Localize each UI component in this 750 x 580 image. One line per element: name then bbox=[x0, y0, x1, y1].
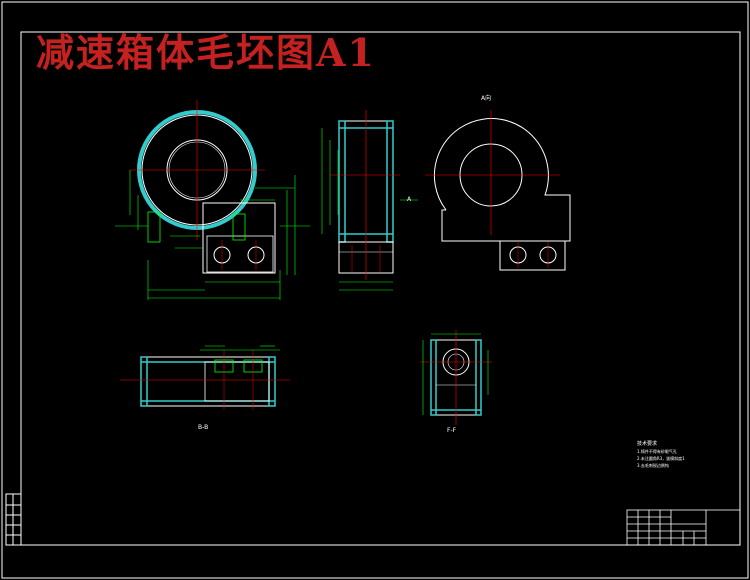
front-view-dimensions bbox=[115, 170, 310, 300]
section-b-b-label: B-B bbox=[198, 424, 209, 431]
notes-heading: 技术要求 bbox=[637, 441, 658, 447]
side-view-dimensions bbox=[321, 128, 418, 291]
section-b-b-dimensions bbox=[200, 345, 280, 351]
notes-line: 1.铸件不得有砂眼气孔 bbox=[637, 449, 677, 454]
view-a-arrow-label: A bbox=[407, 196, 412, 203]
notes-line: 3.去毛刺锐边倒钝 bbox=[637, 463, 669, 468]
notes-line: 2.未注圆角R3，拔模斜度1 bbox=[637, 456, 685, 461]
section-f-f-label: F-F bbox=[447, 427, 457, 434]
section-b-b bbox=[120, 350, 290, 410]
view-a-label: A向 bbox=[481, 95, 492, 102]
title-block bbox=[626, 509, 741, 546]
section-f-f-dimensions bbox=[422, 333, 489, 415]
front-view bbox=[130, 100, 276, 274]
view-a bbox=[425, 110, 571, 271]
side-view bbox=[330, 110, 400, 280]
technical-notes: 技术要求 1.铸件不得有砂眼气孔 2.未注圆角R3，拔模斜度1 3.去毛刺锐边倒… bbox=[637, 441, 685, 469]
drawing-title: 减速箱体毛坯图A1 bbox=[36, 30, 376, 75]
section-f-f bbox=[420, 330, 492, 425]
